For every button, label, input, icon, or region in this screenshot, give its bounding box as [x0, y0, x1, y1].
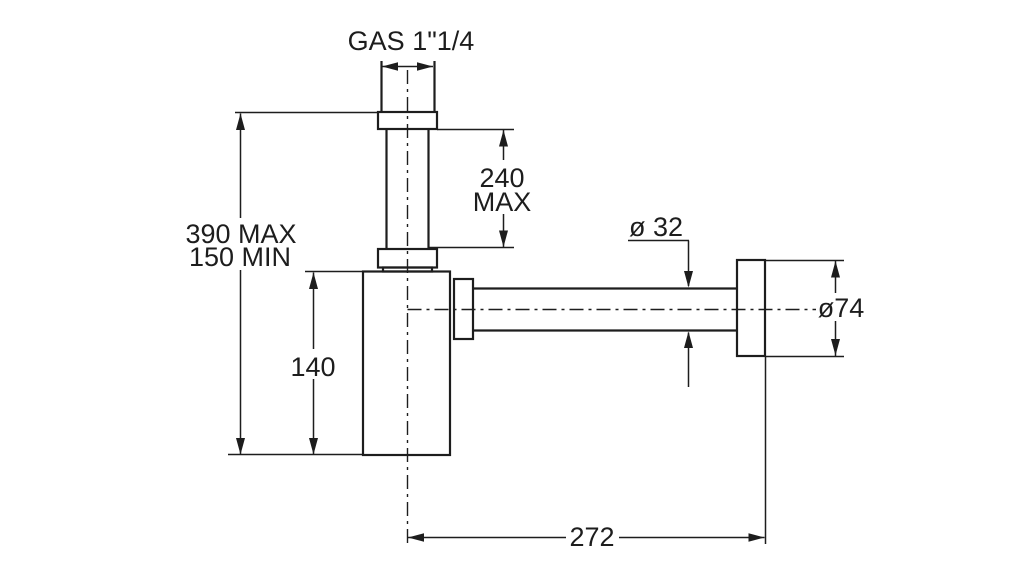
- trap-body: [361, 270, 452, 457]
- arrow-riser-down: [499, 230, 508, 247]
- arrow-flange-down: [831, 339, 840, 356]
- dimension-arrows: [236, 62, 840, 542]
- label-riser-qualifier: MAX: [473, 187, 532, 217]
- centerlines: [406, 70, 816, 546]
- arrow-riser-up: [499, 130, 508, 147]
- wall-flange: [735, 258, 767, 358]
- outlet-nut: [452, 277, 475, 341]
- arrow-wall-offset-left: [408, 533, 424, 542]
- label-wall-offset: 272: [569, 522, 614, 552]
- arrow-thread-left: [382, 62, 398, 71]
- arrow-flange-up: [831, 261, 840, 278]
- arrow-overall-up: [236, 113, 245, 130]
- label-overall-min: 150 MIN: [189, 242, 291, 272]
- mask-wall-offset-text: [566, 521, 619, 549]
- arrow-body-up: [309, 272, 318, 289]
- dimension-text: GAS 1"1/4 240 MAX 390 MAX 150 MIN 140 ø …: [185, 26, 864, 552]
- label-body-height: 140: [290, 352, 335, 382]
- label-thread-size: GAS 1"1/4: [348, 26, 475, 56]
- inlet-nut: [376, 110, 439, 131]
- label-riser-value: 240: [479, 163, 524, 193]
- arrow-pipe-up: [684, 331, 693, 348]
- arrow-pipe-down: [684, 271, 693, 288]
- part-outline: [361, 61, 767, 457]
- mask-overall-text: [184, 218, 298, 270]
- arrow-thread-right: [417, 62, 433, 71]
- mask-riser-text: [472, 160, 535, 214]
- label-overall-max: 390 MAX: [185, 219, 296, 249]
- text-masks: [184, 160, 866, 549]
- label-flange-diameter: ø74: [818, 293, 865, 323]
- mask-flange-text: [816, 293, 866, 321]
- arrow-overall-down: [236, 438, 245, 455]
- mask-body-text: [288, 349, 340, 379]
- arrow-body-down: [309, 438, 318, 455]
- arrow-wall-offset-right: [748, 533, 765, 542]
- dimension-lines: [228, 65, 844, 544]
- label-pipe-diameter: ø 32: [629, 212, 683, 242]
